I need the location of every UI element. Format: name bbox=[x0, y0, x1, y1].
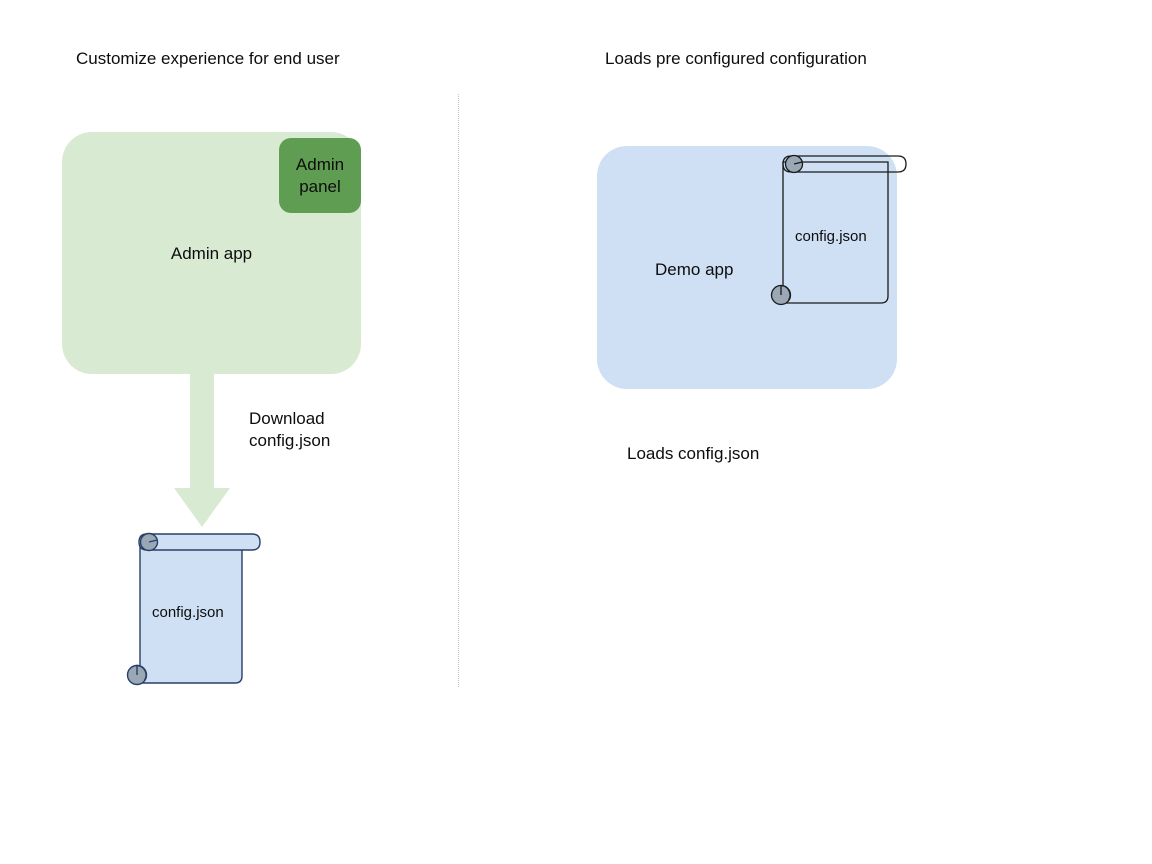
admin-panel-badge-label: Admin panel bbox=[295, 154, 345, 196]
right-section-title: Loads pre configured configuration bbox=[605, 49, 867, 68]
vertical-divider bbox=[458, 94, 459, 687]
config-json-label-right: config.json bbox=[795, 228, 867, 245]
demo-app-card[interactable]: Demo app bbox=[597, 146, 897, 389]
config-json-label-left: config.json bbox=[152, 604, 224, 621]
download-arrow-icon bbox=[174, 368, 230, 527]
config-json-document-left[interactable] bbox=[120, 528, 270, 693]
config-json-document-right[interactable] bbox=[766, 150, 916, 313]
demo-app-label: Demo app bbox=[655, 260, 734, 279]
loads-config-caption: Loads config.json bbox=[627, 444, 760, 463]
admin-app-label: Admin app bbox=[170, 244, 253, 263]
download-arrow-label: Download config.json bbox=[249, 409, 331, 450]
left-section-title: Customize experience for end user bbox=[76, 49, 340, 68]
admin-panel-badge[interactable]: Admin panel bbox=[279, 138, 361, 213]
